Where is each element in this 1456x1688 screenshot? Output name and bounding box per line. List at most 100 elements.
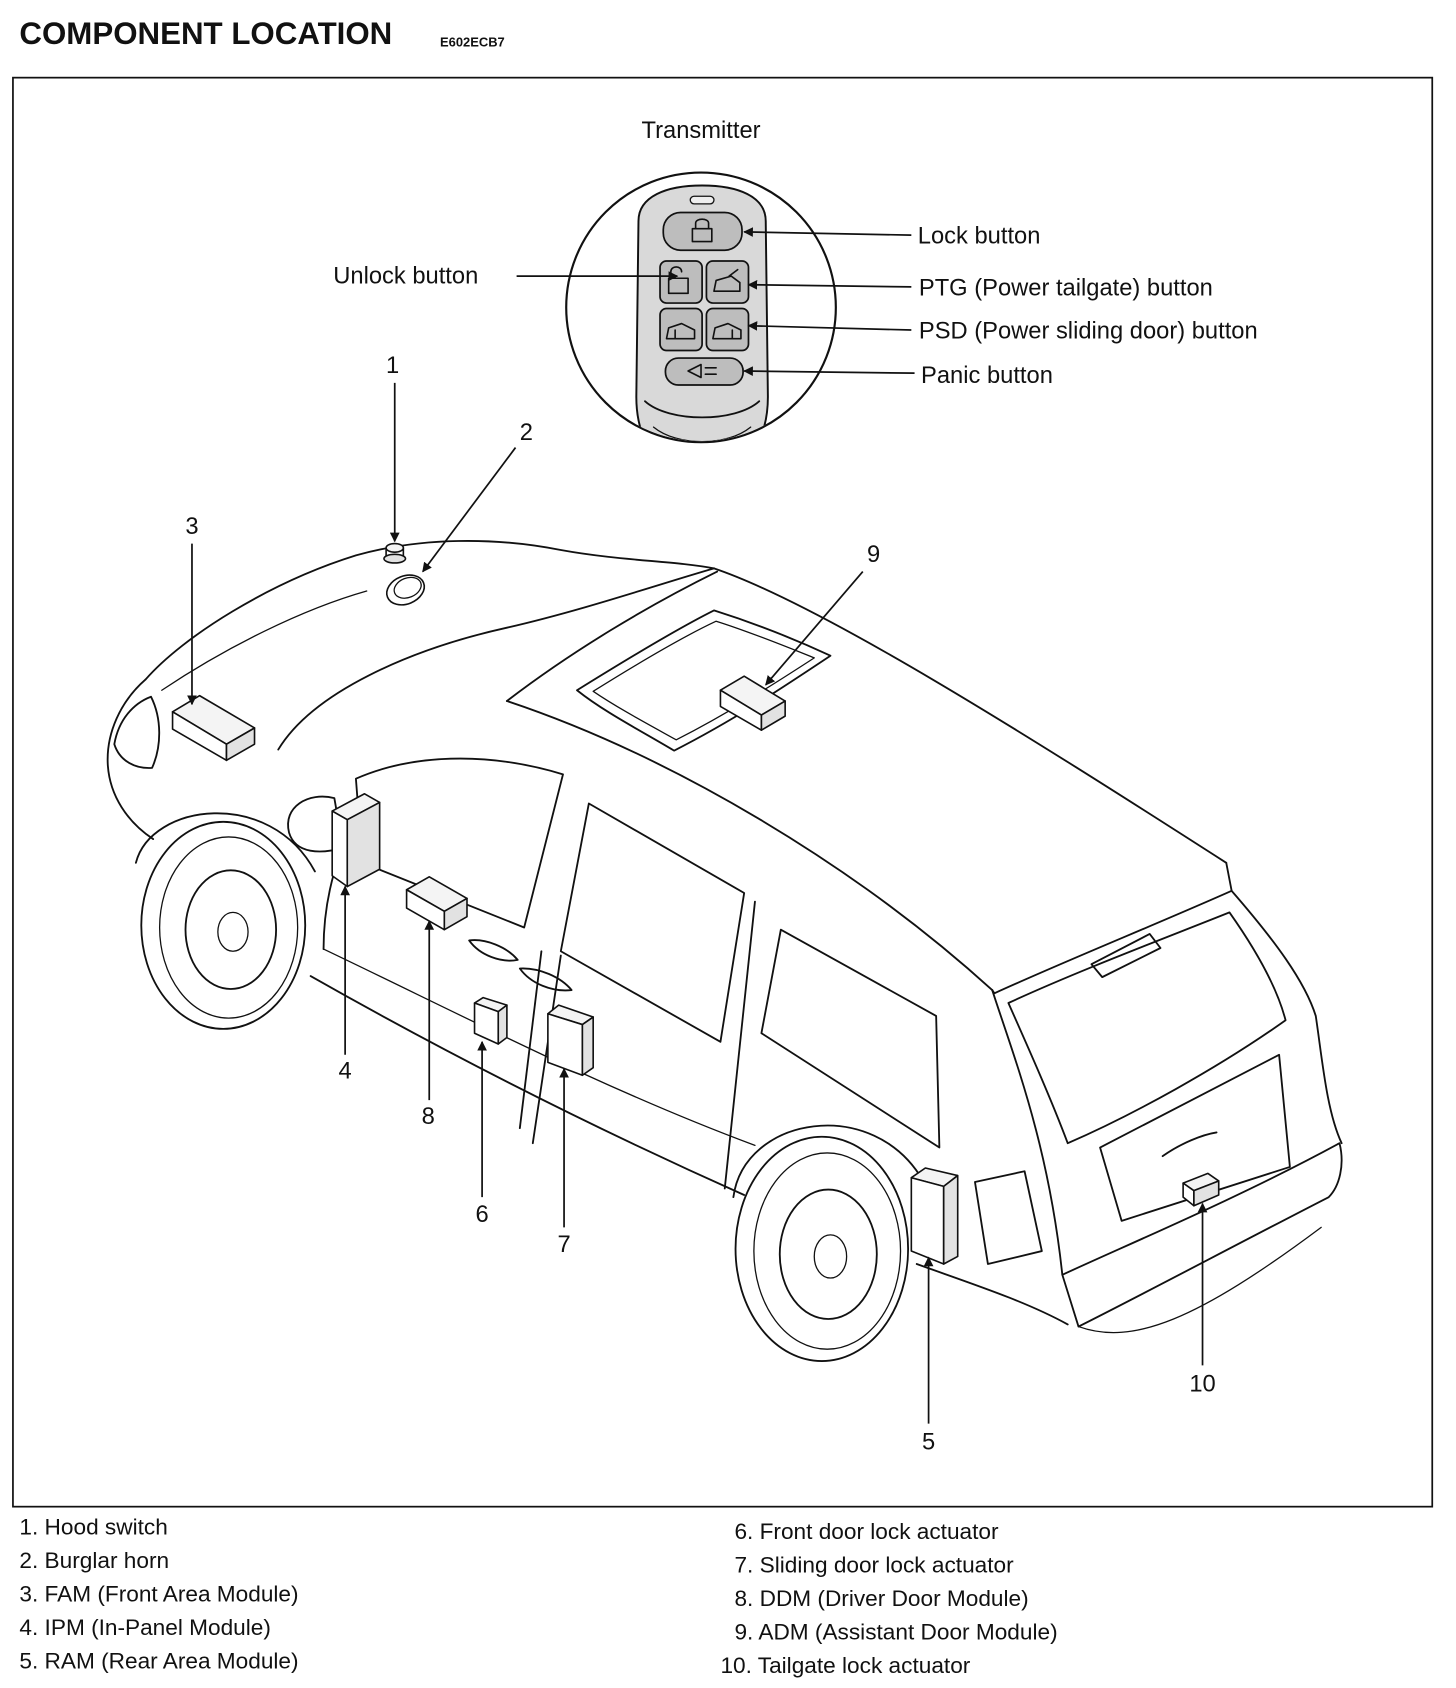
ddm-side — [443, 897, 468, 931]
lock-icon — [691, 218, 713, 243]
sliding-door-handle — [518, 967, 573, 992]
ipm-module — [331, 792, 381, 888]
front-door-lock-actuator — [473, 996, 508, 1045]
ptg-callout-leader — [747, 279, 912, 290]
number-callouts: 1 2 3 9 4 8 6 7 5 10 — [185, 353, 1215, 1455]
sliding-door-left-icon — [665, 322, 696, 340]
panic-callout-leader — [743, 366, 915, 376]
roof-front-edge — [505, 570, 719, 702]
legend-item-4: 4. IPM (In-Panel Module) — [19, 1615, 271, 1640]
front-door-window — [354, 757, 564, 929]
unlock-button-label: Unlock button — [333, 264, 478, 290]
marker-9-leader — [765, 571, 864, 686]
legend-item-8: 8. DDM (Driver Door Module) — [734, 1586, 1028, 1611]
marker-3: 3 — [185, 514, 198, 540]
hood-switch-base — [383, 553, 407, 564]
ipm-front — [331, 810, 349, 888]
rear-hub — [813, 1234, 848, 1279]
headlight — [113, 695, 161, 769]
sliding-actuator-side — [581, 1016, 594, 1077]
front-actuator-side — [497, 1004, 508, 1045]
rear-left-pillar — [991, 989, 1064, 1276]
sliding-door-window — [559, 802, 746, 1043]
marker-2-leader — [422, 447, 517, 573]
marker-4: 4 — [339, 1059, 352, 1085]
rear-glass — [1007, 911, 1287, 1145]
front-hub — [217, 911, 249, 952]
unlock-button — [659, 260, 703, 304]
sliding-door-rear-edge — [723, 900, 756, 1190]
sunroof-outer — [576, 609, 832, 752]
fam-side — [225, 727, 256, 762]
ptg-button — [705, 260, 750, 304]
fam-module — [171, 694, 256, 762]
transmitter-title: Transmitter — [642, 118, 761, 144]
marker-8: 8 — [422, 1104, 435, 1130]
marker-1: 1 — [386, 353, 399, 379]
psd-button-right — [705, 307, 750, 352]
legend-item-3: 3. FAM (Front Area Module) — [19, 1582, 298, 1607]
vehicle-drawing — [106, 540, 1343, 1362]
page-title: COMPONENT LOCATION — [19, 16, 392, 51]
legend-item-9: 9. ADM (Assistant Door Module) — [734, 1619, 1057, 1644]
key-fob-led — [689, 195, 715, 205]
marker-7: 7 — [557, 1232, 570, 1258]
tailgate-handle — [1161, 1131, 1218, 1158]
rear-rim — [778, 1188, 878, 1320]
tailgate-icon — [713, 268, 741, 293]
psd-button-label: PSD (Power sliding door) button — [919, 319, 1258, 345]
document-code: E602ECB7 — [440, 34, 505, 49]
hood-switch-top — [385, 542, 405, 554]
ddm-module — [405, 876, 468, 931]
key-fob-ring-arc — [652, 426, 752, 442]
sliding-door-lock-actuator — [547, 1004, 594, 1077]
sunroof-inner — [592, 620, 815, 741]
rear-bumper — [1061, 1142, 1343, 1328]
panic-button — [664, 357, 744, 386]
hood-switch — [383, 542, 407, 564]
legend: 1. Hood switch 2. Burglar horn 3. FAM (F… — [19, 1515, 1057, 1678]
tailgate-actuator-side — [1193, 1180, 1220, 1207]
legend-item-1: 1. Hood switch — [19, 1515, 167, 1540]
lock-button — [662, 211, 743, 252]
marker-5: 5 — [922, 1430, 935, 1456]
legend-item-10: 10. Tailgate lock actuator — [720, 1653, 970, 1678]
legend-item-6: 6. Front door lock actuator — [734, 1519, 999, 1544]
ipm-side — [346, 801, 381, 888]
front-door-handle — [468, 939, 519, 962]
marker-10: 10 — [1189, 1371, 1215, 1397]
ram-front — [910, 1176, 945, 1265]
front-door-rear-edge — [518, 950, 543, 1130]
psd-button-left — [659, 307, 703, 352]
tailgate-lower-panel — [1099, 1053, 1291, 1222]
front-rim — [184, 869, 278, 990]
ram-side — [942, 1174, 959, 1265]
adm-module — [719, 675, 786, 731]
roof-right-edge — [713, 567, 1228, 864]
ram-module — [910, 1167, 959, 1265]
rear-right-edge — [1230, 889, 1343, 1145]
rear-bumper-lower — [1077, 1226, 1322, 1334]
sliding-door-front-edge — [531, 954, 562, 1145]
high-stop-lamp — [1090, 933, 1162, 979]
front-wheel-arch — [134, 812, 316, 873]
adm-side — [760, 700, 786, 731]
transmitter-inset: Transmitter Lo — [333, 118, 1258, 444]
lock-button-label: Lock button — [918, 224, 1041, 250]
sliding-door-right-icon — [712, 322, 742, 340]
panic-button-label: Panic button — [921, 363, 1053, 389]
legend-item-5: 5. RAM (Rear Area Module) — [19, 1648, 298, 1673]
rear-tire-tread — [753, 1152, 902, 1350]
side-crease — [322, 948, 756, 1147]
rear-lower-body — [915, 1263, 1069, 1326]
hood-cowl-line — [277, 567, 715, 751]
mirror — [287, 795, 344, 853]
key-fob — [635, 184, 769, 442]
rear-wheel-arch — [732, 1124, 925, 1199]
rear-quarter-window — [760, 928, 941, 1149]
burglar-horn — [385, 574, 426, 606]
tailgate-lock-actuator — [1182, 1172, 1220, 1207]
legend-item-7: 7. Sliding door lock actuator — [734, 1552, 1014, 1577]
tail-lamp — [974, 1170, 1043, 1265]
